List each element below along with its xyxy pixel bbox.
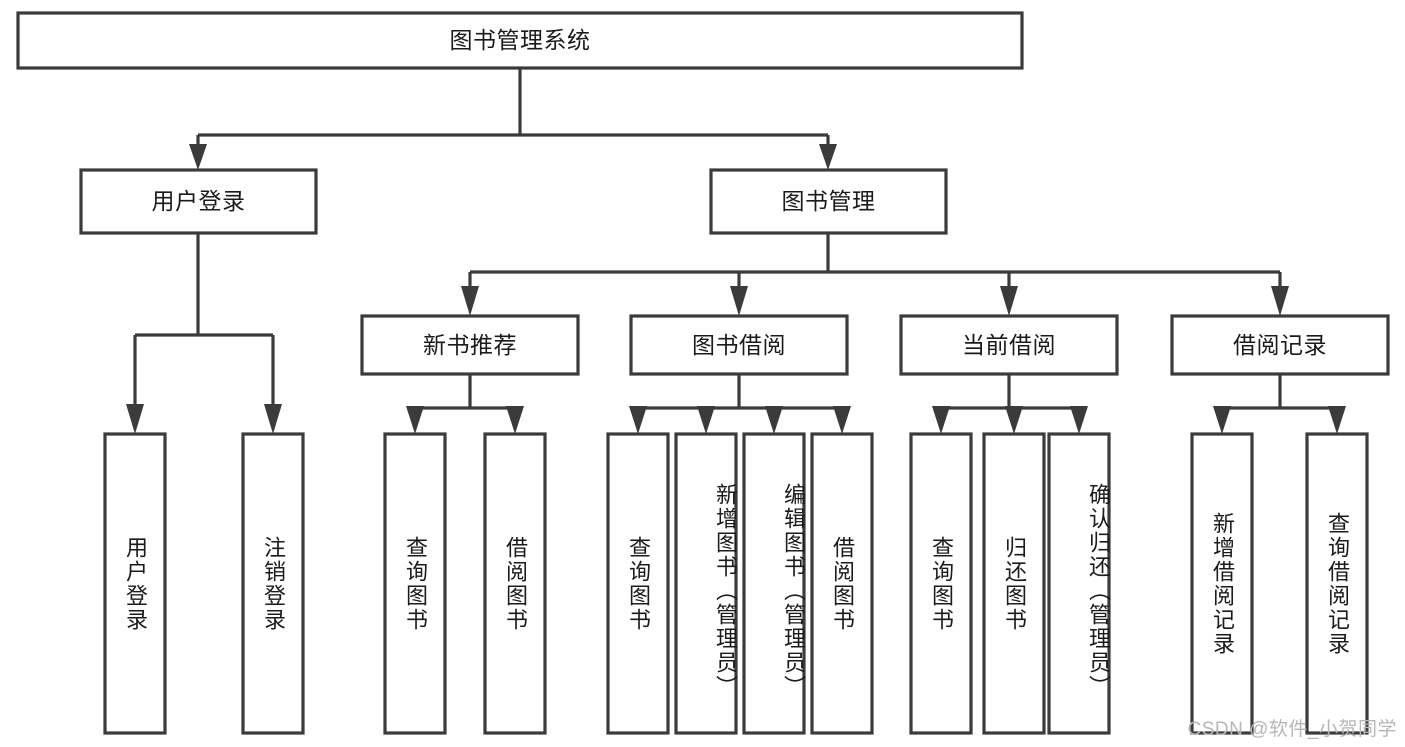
node-box-leaf-query-book-recommend[interactable]	[383, 432, 447, 735]
arrow-head-leaf-query-book-borrow	[629, 406, 647, 434]
connectors-current-borrow-to-leaves	[932, 374, 1088, 434]
node-box-leaf-add-book-admin[interactable]	[674, 432, 738, 735]
arrow-head-leaf-confirm-return-admin	[1070, 406, 1088, 434]
connectors-book-borrow-to-leaves	[629, 374, 851, 434]
node-box-book-borrow[interactable]	[629, 314, 849, 376]
connectors-new-book-recommend-to-leaves	[406, 374, 524, 434]
arrow-head-borrow-record	[1271, 286, 1289, 316]
connectors-user-login-to-leaves	[126, 233, 282, 434]
node-box-leaf-logout-login[interactable]	[241, 432, 305, 735]
arrow-head-user-login	[189, 144, 207, 170]
arrow-head-leaf-logout-login	[264, 404, 282, 434]
arrow-head-new-book-recommend	[461, 286, 479, 316]
arrow-head-leaf-edit-book-admin	[765, 406, 783, 434]
node-box-leaf-user-login[interactable]	[103, 432, 167, 735]
arrow-head-book-management	[819, 144, 837, 170]
arrow-head-leaf-borrow-book	[833, 406, 851, 434]
arrow-head-leaf-borrow-book-recommend	[506, 406, 524, 434]
node-box-leaf-return-book[interactable]	[982, 432, 1046, 735]
arrow-head-book-borrow	[730, 286, 748, 316]
arrow-head-leaf-add-book-admin	[697, 406, 715, 434]
node-box-borrow-record[interactable]	[1170, 314, 1390, 376]
node-box-leaf-query-book-borrow[interactable]	[606, 432, 670, 735]
node-box-current-borrow[interactable]	[899, 314, 1119, 376]
node-box-leaf-edit-book-admin[interactable]	[742, 432, 806, 735]
node-box-book-management[interactable]	[709, 168, 948, 235]
connectors-root-to-level2	[189, 68, 837, 170]
node-boxes	[16, 11, 1390, 735]
node-box-leaf-query-borrow-record[interactable]	[1305, 432, 1369, 735]
node-box-leaf-query-book-current[interactable]	[909, 432, 973, 735]
arrow-head-leaf-return-book	[1005, 406, 1023, 434]
arrow-head-current-borrow	[1000, 286, 1018, 316]
node-box-leaf-add-borrow-record[interactable]	[1190, 432, 1254, 735]
arrow-head-leaf-query-book-current	[932, 406, 950, 434]
node-box-user-login[interactable]	[79, 168, 318, 235]
node-box-leaf-confirm-return-admin[interactable]	[1047, 432, 1111, 735]
connectors-borrow-record-to-leaves	[1213, 374, 1346, 434]
connectors-book-management-to-level3	[461, 233, 1289, 316]
node-box-root[interactable]	[16, 11, 1024, 70]
arrow-head-leaf-query-book-recommend	[406, 406, 424, 434]
node-box-leaf-borrow-book[interactable]	[810, 432, 874, 735]
node-box-new-book-recommend[interactable]	[360, 314, 580, 376]
node-box-leaf-borrow-book-recommend[interactable]	[483, 432, 547, 735]
arrow-head-leaf-user-login	[126, 404, 144, 434]
csdn-watermark: CSDN @软件_小贺同学	[1187, 719, 1397, 740]
arrow-head-leaf-add-borrow-record	[1213, 406, 1231, 434]
arrow-head-leaf-query-borrow-record	[1328, 406, 1346, 434]
